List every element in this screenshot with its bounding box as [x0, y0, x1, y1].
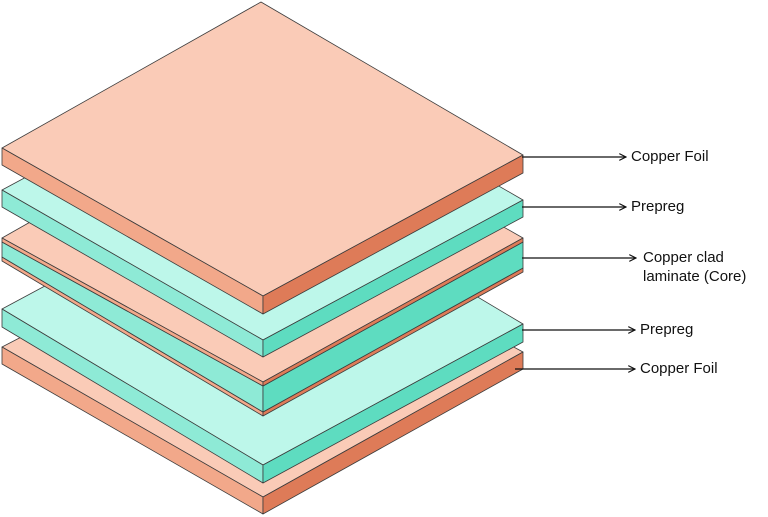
- leader-lines: [515, 157, 636, 369]
- label-prepreg-lower: Prepreg: [640, 320, 693, 339]
- copper-foil-top-right-face: [262, 154, 524, 315]
- label-prepreg-lower-text: Prepreg: [640, 321, 694, 338]
- label-core-line-2: laminate (Core): [643, 268, 747, 285]
- label-prepreg-upper: Prepreg: [631, 197, 684, 216]
- label-copper-foil-top: Copper Foil: [631, 147, 709, 166]
- label-copper-foil-bottom-text: Copper Foil: [640, 360, 718, 377]
- label-copper-clad-laminate: Copper clad laminate (Core): [643, 248, 746, 286]
- label-core-line-1: Copper clad: [643, 249, 724, 266]
- label-copper-foil-bottom: Copper Foil: [640, 359, 718, 378]
- label-prepreg-upper-text: Prepreg: [631, 198, 685, 215]
- prepreg-lower-right-face: [262, 323, 524, 484]
- label-copper-foil-top-text: Copper Foil: [631, 148, 709, 165]
- prepreg-upper-right-face: [262, 199, 524, 358]
- layer-copper-foil-top: [1, 1, 524, 315]
- core-upper-copper-right-face: [262, 237, 524, 387]
